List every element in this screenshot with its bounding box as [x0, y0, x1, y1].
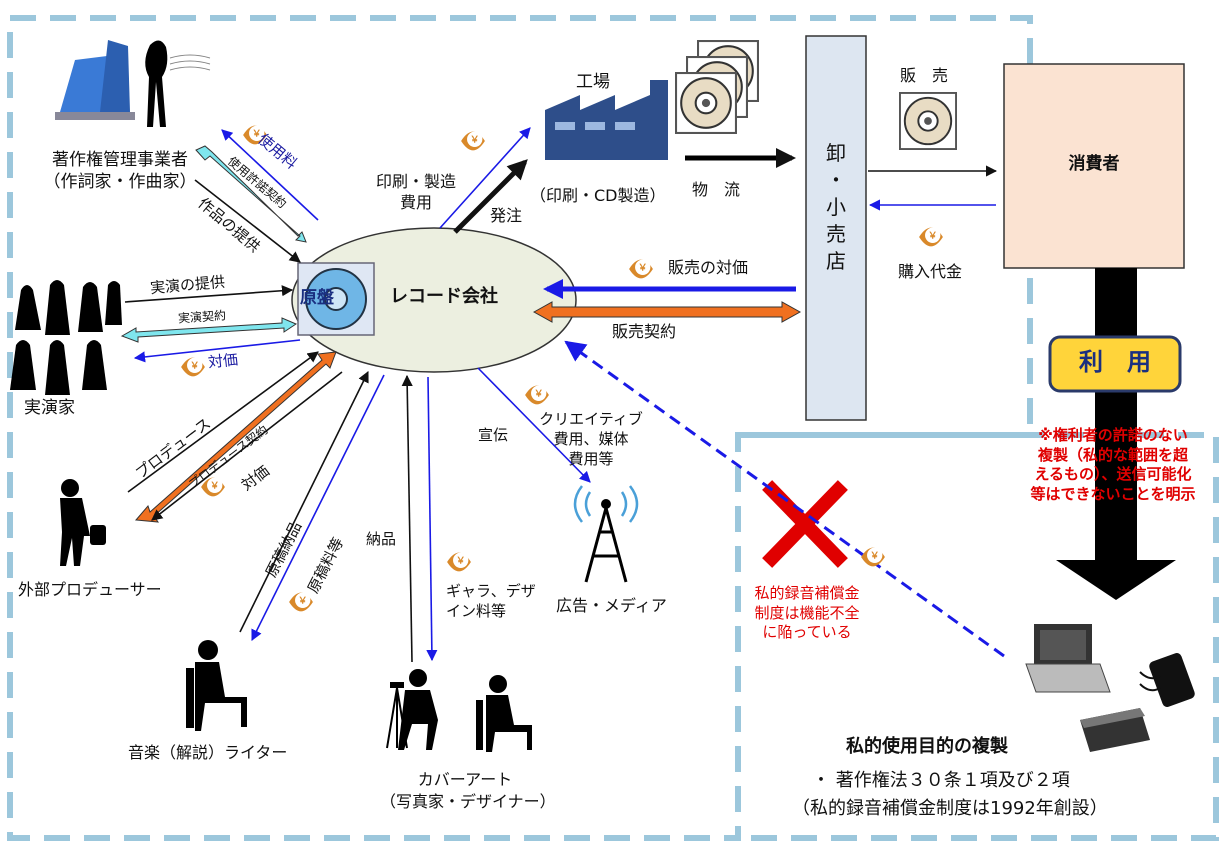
rights-note-2: 複製（私的な範囲を超 — [1037, 445, 1188, 464]
use-badge-label: 利 用 — [1079, 348, 1151, 376]
label-delivery: 納品 — [366, 530, 397, 548]
label-logistics: 物 流 — [692, 180, 741, 199]
retailer-char-2: ・ — [826, 168, 846, 192]
rights-note: ※権利者の許諾のない 複製（私的な範囲を超 えるもの）、送信可能化 等はできない… — [1008, 426, 1218, 504]
levy-note-1: 私的録音補償金 — [754, 584, 860, 602]
label-purchase-price: 購入代金 — [898, 262, 963, 281]
arrow-performance-provision — [124, 285, 294, 303]
arrow-usage-fee — [221, 129, 319, 221]
label-advertising: 宣伝 — [478, 426, 509, 444]
recorder-icon — [1080, 708, 1150, 752]
master-disc-icon — [297, 262, 375, 336]
yen-icon-gara — [447, 552, 471, 572]
arrow-levy-dashed — [564, 340, 1005, 658]
rights-note-3: えるもの）、送信可能化 — [1034, 465, 1192, 483]
arrow-order — [453, 159, 528, 234]
label-gara-1: ギャラ、デザ — [446, 582, 536, 600]
yen-icon-levy — [861, 547, 885, 567]
factory-label: 工場 — [576, 72, 610, 92]
retailer-char-5: 店 — [826, 249, 846, 273]
levy-note-2: 制度は機能不全 — [754, 603, 860, 622]
prohibited-x-icon — [762, 480, 848, 568]
performers-icon — [10, 280, 122, 395]
master-label: 原盤 — [300, 288, 334, 308]
yen-icon-manuscript — [289, 592, 313, 612]
label-consideration: 対価 — [207, 350, 239, 372]
arrow-work-provision — [194, 179, 301, 263]
writer-label: 音楽（解説）ライター — [128, 743, 288, 762]
retailer-box — [805, 35, 867, 421]
label-sales-consideration: 販売の対価 — [668, 258, 749, 277]
retailer-label: 卸 ・ 小 売 店 — [806, 140, 866, 275]
consumer-label: 消費者 — [1068, 154, 1120, 174]
arrow-advertising — [477, 367, 591, 483]
arrow-manuscript-delivery — [239, 370, 369, 633]
producer-label: 外部プロデューサー — [18, 580, 162, 599]
photographer-icon — [386, 669, 438, 750]
arrow-print-cost — [439, 127, 531, 229]
yen-icon-consideration — [181, 357, 205, 377]
arrow-license-contract — [195, 145, 307, 243]
arrow-delivery — [401, 374, 413, 663]
dashed-frame-consumer — [738, 432, 1219, 841]
music-player-icon — [1139, 653, 1195, 707]
record-company-label: レコード会社 — [390, 286, 498, 307]
factory-sub: （印刷・CD製造） — [530, 186, 666, 205]
yen-icon-sales-consideration — [629, 259, 653, 279]
media-label: 広告・メディア — [556, 596, 667, 615]
antenna-icon — [573, 485, 639, 583]
performers-label: 実演家 — [24, 398, 75, 418]
retailer-char-1: 卸 — [826, 141, 846, 165]
arrow-produce-consideration — [151, 371, 343, 521]
label-gara-2: イン料等 — [446, 602, 507, 620]
use-badge-box — [1048, 335, 1182, 393]
arrow-consideration — [133, 339, 301, 363]
laptop-icon — [1025, 624, 1111, 693]
label-order: 発注 — [490, 206, 523, 225]
private-copy-line2: （私的録音補償金制度は1992年創設） — [792, 798, 1108, 819]
rights-note-1: ※権利者の許諾のない — [1038, 426, 1188, 444]
arrow-manuscript-fee — [251, 374, 385, 642]
label-sales-contract: 販売契約 — [612, 322, 677, 341]
music-notes-icon — [169, 54, 211, 71]
private-copy-title: 私的使用目的の複製 — [846, 736, 1008, 757]
retailer-char-4: 売 — [826, 222, 846, 246]
cover-art-label: カバーアート — [417, 770, 513, 789]
label-creative-1: クリエイティブ — [539, 410, 643, 428]
arrow-performance-contract — [120, 317, 298, 343]
label-creative-3: 費用等 — [568, 450, 614, 468]
label-print-cost-2: 費用 — [399, 193, 432, 212]
label-creative-2: 費用、媒体 — [553, 430, 629, 448]
levy-note: 私的録音補償金 制度は機能不全 に陥っている — [742, 584, 872, 643]
designer-icon — [476, 675, 532, 752]
cd-stack-icon-3 — [675, 72, 737, 134]
rights-note-4: 等はできないことを明示 — [1030, 484, 1196, 503]
use-arrow — [1056, 268, 1176, 600]
dashed-frame-main — [7, 15, 1033, 841]
cover-art-sub: （写真家・デザイナー） — [380, 792, 556, 811]
consumer-box — [1003, 63, 1185, 269]
yen-icon-purchase — [919, 227, 943, 247]
yen-icon-creative — [525, 385, 549, 405]
retailer-char-3: 小 — [826, 195, 846, 219]
building-icon — [55, 40, 135, 120]
arrow-produce — [127, 351, 319, 493]
rights-org-label: 著作権管理事業者 — [52, 150, 188, 170]
writer-icon — [186, 640, 247, 731]
arrow-gara — [426, 376, 438, 662]
private-copy-line1: ・ 著作権法３０条１項及び２項 — [812, 770, 1070, 791]
arrow-sales-contract — [532, 301, 802, 323]
singer-icon — [145, 40, 168, 127]
sales-cd-icon — [898, 92, 958, 150]
producer-icon — [60, 479, 106, 566]
label-print-cost-1: 印刷・製造 — [375, 172, 456, 191]
levy-note-3: に陥っている — [762, 623, 852, 641]
label-sales: 販 売 — [900, 66, 949, 85]
factory-icon — [545, 80, 668, 160]
yen-icon-print-cost — [461, 131, 485, 151]
rights-org-sub: （作詞家・作曲家） — [43, 172, 197, 192]
